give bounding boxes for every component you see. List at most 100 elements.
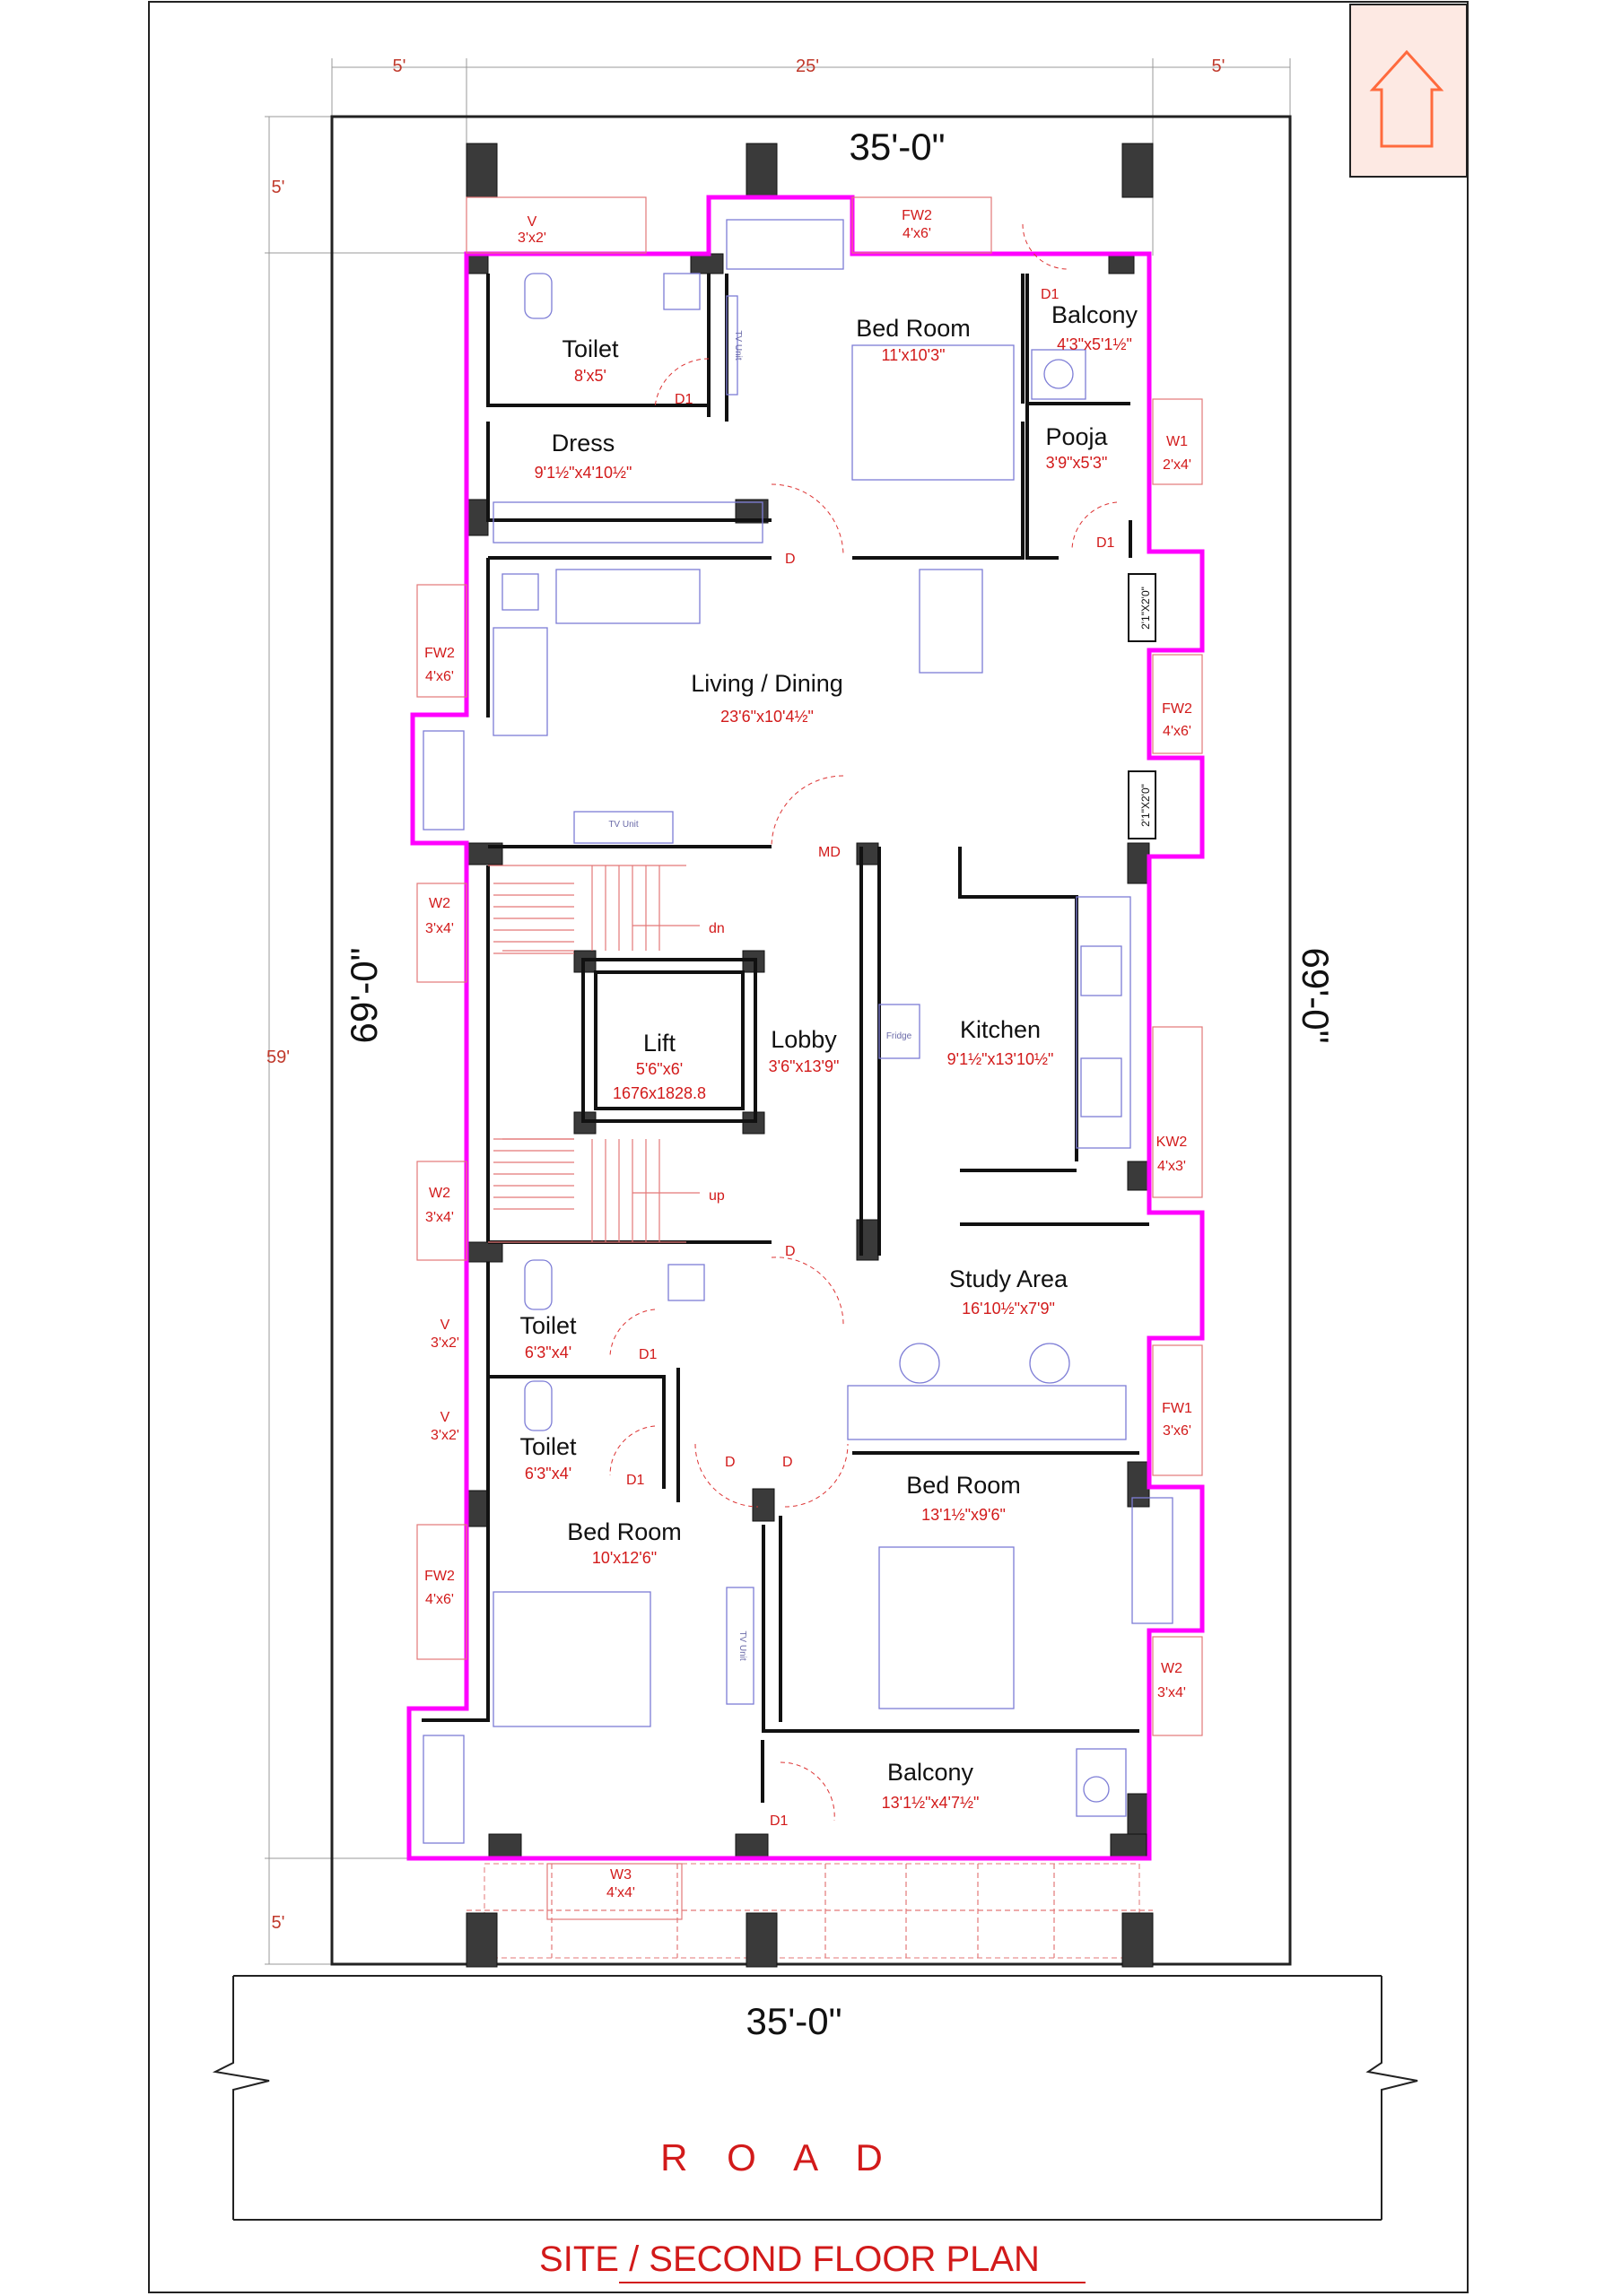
- washer-top-icon: [1031, 349, 1086, 400]
- room-lift-size: 5'6"x6': [636, 1060, 683, 1078]
- study-desk-icon: [847, 1385, 1127, 1440]
- room-balcony-low-name: Balcony: [887, 1759, 974, 1786]
- window-hatch-lower-icon: [423, 1735, 465, 1844]
- room-toilet-low-name: Toilet: [519, 1433, 577, 1460]
- north-arrow: [1349, 4, 1468, 178]
- setback-left-top: 5': [272, 178, 285, 197]
- door-md: MD: [818, 845, 841, 860]
- room-kitchen-name: Kitchen: [960, 1016, 1041, 1043]
- room-toilet-top-name: Toilet: [562, 335, 619, 362]
- room-balcony-top-name: Balcony: [1051, 301, 1138, 328]
- tv-unit-living-icon: [573, 811, 674, 844]
- ducts: 2'1"X2'0" 2'1"X2'0": [1128, 573, 1156, 839]
- kitchen-counter-icon: [1076, 896, 1131, 1149]
- room-bed-left-size: 10'x12'6": [592, 1549, 657, 1567]
- tag-fw2-right-size: 4'x6': [1163, 724, 1191, 739]
- chair-right-icon: [1029, 1343, 1070, 1384]
- furniture: Fridge: [423, 219, 1173, 1844]
- door-d1-top: D1: [1041, 287, 1060, 302]
- tag-w2-left-a: W2: [429, 896, 450, 911]
- chair-left-icon: [899, 1343, 940, 1384]
- window-hatch-left-icon: [423, 730, 465, 831]
- tag-w3: W3: [610, 1867, 632, 1883]
- wardrobe-icon: [726, 219, 844, 270]
- site-boundary: [330, 115, 1292, 1966]
- tag-v-low-size: 3'x2': [431, 1428, 459, 1443]
- bed-left-icon: [493, 1591, 651, 1727]
- room-living-size: 23'6"x10'4½": [720, 708, 814, 726]
- tag-w2-left-b-size: 3'x4': [425, 1210, 454, 1225]
- tag-fw2-top-size: 4'x6': [903, 226, 931, 241]
- sink-icon: [1080, 945, 1122, 996]
- room-bed-top-name: Bed Room: [856, 315, 971, 342]
- tag-w1: W1: [1166, 434, 1188, 449]
- tag-w3-size: 4'x4': [606, 1885, 635, 1900]
- tv-bed-label: TV Unit: [737, 1631, 747, 1661]
- tv-top-label: TV Unit: [733, 330, 743, 361]
- setback-top-right: 5': [1212, 57, 1225, 76]
- front-porch: [467, 1863, 1153, 1959]
- room-pooja-size: 3'9"x5'3": [1046, 454, 1108, 472]
- tag-fw2-top: FW2: [902, 208, 932, 223]
- duct-b-label: 2'1"X2'0": [1139, 784, 1152, 827]
- sofa-side-icon: [493, 627, 548, 736]
- tag-fw2-right: FW2: [1162, 701, 1192, 717]
- door-d1-mid: D1: [639, 1347, 658, 1362]
- fridge-icon: [878, 1004, 920, 1059]
- washer-low-icon: [1076, 1748, 1127, 1817]
- dress-rail-icon: [493, 501, 763, 544]
- room-lobby-size: 3'6"x13'9": [769, 1057, 840, 1075]
- tag-fw2-low: FW2: [424, 1569, 455, 1584]
- tag-v-mid: V: [440, 1318, 450, 1333]
- stair-up: up: [709, 1188, 725, 1204]
- bed-top-icon: [851, 344, 1015, 481]
- tag-fw1: FW1: [1162, 1401, 1192, 1416]
- bed-right-icon: [878, 1546, 1015, 1709]
- dim-right: 69'-0": [1295, 948, 1337, 1044]
- room-study-name: Study Area: [949, 1265, 1068, 1292]
- stair-dn: dn: [709, 921, 725, 936]
- setback-top-left: 5': [393, 57, 406, 76]
- side-table-icon: [501, 573, 539, 611]
- setback-left-bottom: 5': [272, 1913, 285, 1933]
- room-study-size: 16'10½"x7'9": [962, 1300, 1055, 1318]
- door-swings: [609, 223, 1118, 1822]
- sofa-icon: [555, 569, 701, 624]
- door-d-study: D: [785, 1244, 796, 1259]
- tag-v-mid-size: 3'x2': [431, 1335, 459, 1351]
- door-d1-pooja: D1: [1096, 535, 1115, 551]
- wc-mid-icon: [524, 1259, 553, 1310]
- dim-left: 69'-0": [343, 948, 385, 1044]
- washbasin-icon: [663, 273, 701, 310]
- tv-living-label: TV Unit: [608, 820, 639, 830]
- door-d1-balcony: D1: [770, 1813, 789, 1829]
- hob-icon: [1080, 1057, 1122, 1118]
- wc-icon: [524, 273, 553, 319]
- sheet-border: [148, 1, 1469, 2293]
- staircase: dn up: [488, 865, 725, 1243]
- room-lift-size-mm: 1676x1828.8: [613, 1084, 706, 1102]
- door-tags: D1 D1 D D1 MD D D1 D1 D D D1: [626, 287, 1115, 1829]
- door-d-living: D: [785, 552, 796, 567]
- tag-v-top: V: [528, 214, 537, 230]
- setback-dims: 5' 25' 5' 5' 59' 5': [265, 57, 1291, 1965]
- room-kitchen-size: 9'1½"x13'10½": [947, 1050, 1054, 1068]
- tag-v-low: V: [440, 1410, 450, 1425]
- dim-bottom: 35'-0": [746, 2000, 842, 2042]
- room-bed-left-name: Bed Room: [567, 1518, 682, 1545]
- tag-kw2-size: 4'x3': [1157, 1159, 1186, 1174]
- door-d1-low: D1: [626, 1473, 645, 1488]
- room-living-name: Living / Dining: [691, 670, 843, 697]
- room-toilet-low-size: 6'3"x4': [525, 1465, 571, 1483]
- tag-w2-left-b: W2: [429, 1186, 450, 1201]
- road-band: R O A D: [212, 1975, 1418, 2221]
- tag-w1-size: 2'x4': [1163, 457, 1191, 473]
- washbasin-mid-icon: [667, 1264, 705, 1301]
- room-lift-name: Lift: [643, 1030, 676, 1057]
- tag-fw2-low-size: 4'x6': [425, 1592, 454, 1607]
- room-bed-top-size: 11'x10'3": [882, 346, 946, 364]
- room-balcony-low-size: 13'1½"x4'7½": [882, 1794, 980, 1812]
- tag-w2-left-a-size: 3'x4': [425, 921, 454, 936]
- tv-unit-bed-icon: [726, 1587, 754, 1705]
